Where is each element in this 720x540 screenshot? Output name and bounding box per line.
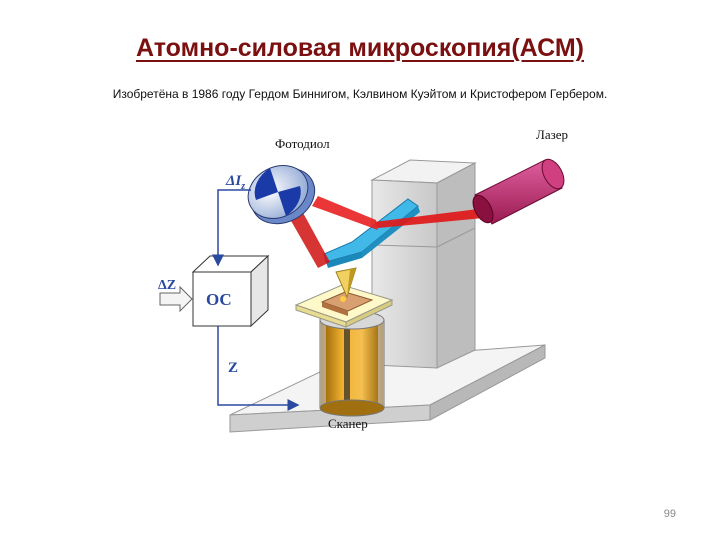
page-number: 99: [663, 508, 676, 520]
sample-stage: [294, 284, 394, 328]
probe-tip: [335, 267, 357, 299]
delta-z-arrow: [159, 285, 193, 313]
z-label: Z: [228, 360, 238, 376]
piezo-scanner: [319, 310, 385, 417]
feedback-label: ОС: [206, 290, 232, 309]
slide-subtitle: Изобретёна в 1986 году Гердом Биннигом, …: [112, 87, 608, 101]
support-pillar: [370, 159, 477, 369]
delta-i-label: ΔIz: [225, 173, 245, 192]
feedback-block: [191, 254, 270, 328]
scanner-label: Сканер: [328, 416, 368, 431]
photodiode-label: Фотодиол: [275, 136, 330, 151]
laser-source: [472, 158, 565, 225]
slide-title: Атомно-силовая микроскопия(АСМ): [136, 34, 584, 62]
laser-label: Лазер: [536, 127, 568, 142]
signal-wiring: [212, 189, 300, 411]
photodiode: [247, 165, 316, 225]
delta-z-label: ΔZ: [158, 278, 176, 293]
